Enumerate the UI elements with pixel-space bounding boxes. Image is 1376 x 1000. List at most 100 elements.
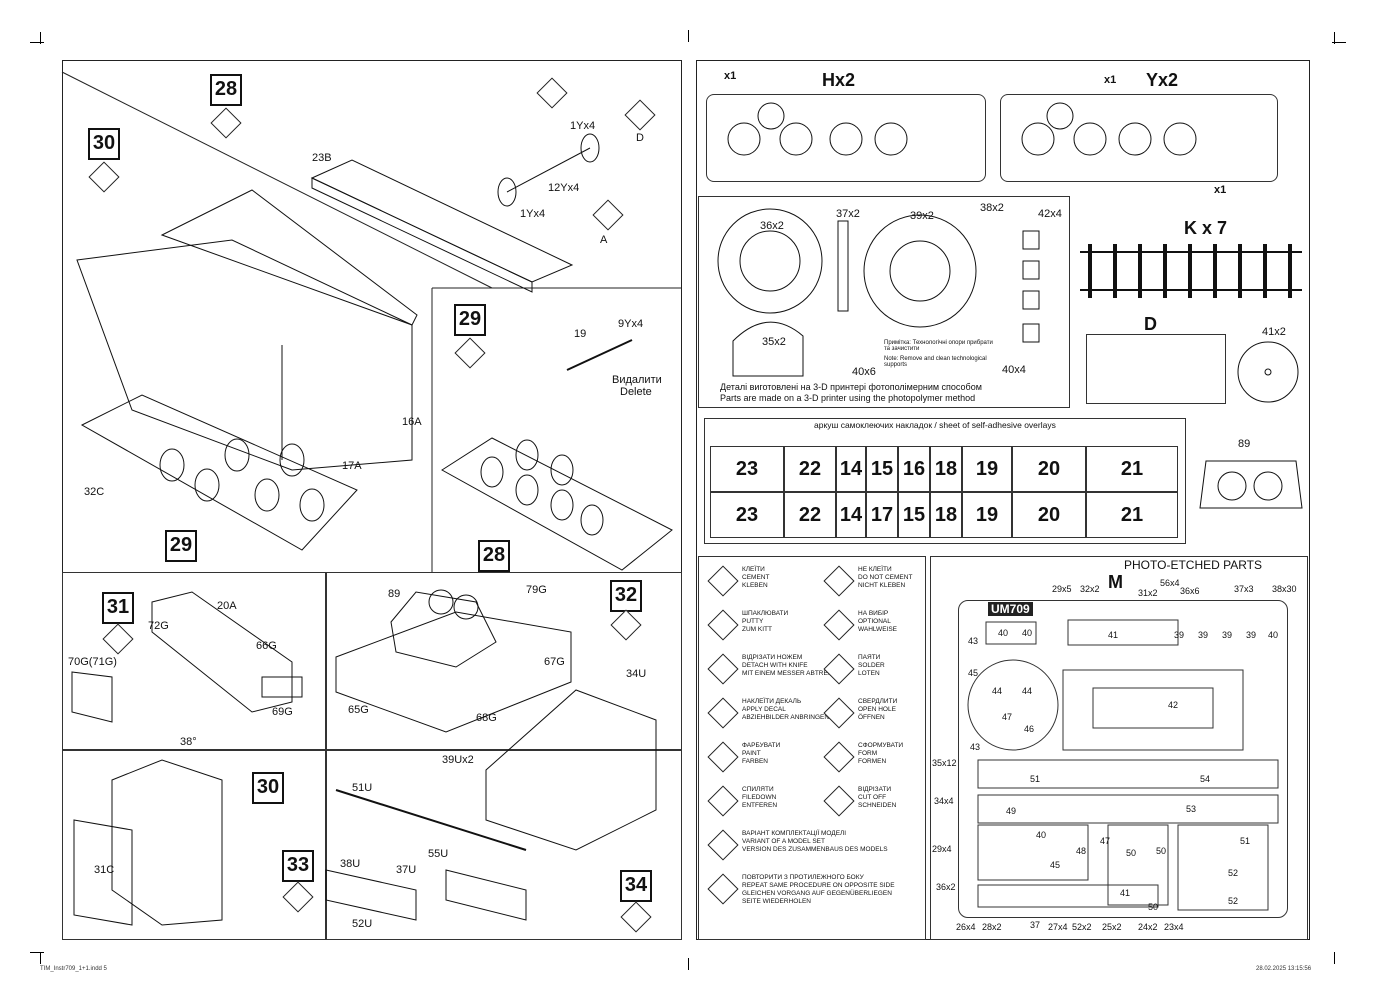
step-number: 32: [610, 580, 642, 612]
overlay-sticker: 20: [1012, 446, 1086, 492]
overlay-sticker: 22: [784, 492, 836, 538]
part-label: 89: [388, 588, 401, 600]
angle-label: 38°: [180, 736, 197, 748]
pe-part-label: 54: [1200, 774, 1211, 784]
legend-text: НАКЛЕЇТИ ДЕКАЛЬ APPLY DECAL ABZIEHBILDER…: [742, 698, 830, 721]
overlay-sticker: 14: [836, 492, 866, 538]
part-label: 37U: [396, 864, 417, 876]
crop-mark: [30, 952, 44, 953]
legend-text: НА ВИБІР OPTIONAL WAHLWEISE: [858, 610, 898, 633]
pe-title: PHOTO-ETCHED PARTS: [1124, 558, 1263, 572]
part-label: 40x4: [1002, 364, 1026, 376]
pe-part-label: 40: [1022, 628, 1033, 638]
pe-part-label: 52x2: [1072, 922, 1092, 932]
overlay-sticker: 19: [962, 446, 1012, 492]
step-number: 30: [252, 772, 284, 804]
legend-text: ВАРІАНТ КОМПЛЕКТАЦІЇ МОДЕЛІ VARIANT OF A…: [742, 830, 888, 853]
crop-mark: [688, 958, 689, 970]
overlay-sticker: 14: [836, 446, 866, 492]
overlay-sticker: 19: [962, 492, 1012, 538]
pe-part-label: 38x30: [1272, 584, 1297, 594]
legend-text: ФАРБУВАТИ PAINT FARBEN: [742, 742, 781, 765]
pe-part-label: 32x2: [1080, 584, 1100, 594]
pe-part-label: 29x4: [932, 844, 952, 854]
part-label: 42x4: [1038, 208, 1062, 220]
overlay-sticker: 22: [784, 446, 836, 492]
sprue-count: x1: [1214, 184, 1227, 196]
overlay-sticker: 20: [1012, 492, 1086, 538]
pe-fret: [958, 600, 1288, 918]
pe-part-label: 41: [1108, 630, 1119, 640]
pe-brand: UM709: [988, 602, 1033, 616]
pe-part-label: 50: [1156, 846, 1167, 856]
overlay-sticker: 23: [710, 446, 784, 492]
step-33-drawing: [73, 759, 223, 926]
pe-part-label: 40: [1268, 630, 1279, 640]
part-label: A: [600, 234, 608, 246]
pe-part-label: 49: [1006, 806, 1017, 816]
part-label: 19: [574, 328, 587, 340]
step-number: 29: [165, 530, 197, 562]
step-number: 31: [102, 592, 134, 624]
part-label: 38U: [340, 858, 361, 870]
pe-part-label: 53: [1186, 804, 1197, 814]
step-number: 34: [620, 870, 652, 902]
step-number: 28: [478, 540, 510, 572]
pe-part-label: 26x4: [956, 922, 976, 932]
pe-sheet-label: M: [1108, 572, 1123, 592]
remove-note: Delete: [620, 386, 652, 398]
overlay-sticker: 15: [898, 492, 930, 538]
part-label: 9Yx4: [618, 318, 644, 330]
legend-text: СПИЛЯТИ FILEDOWN ENTFEREN: [742, 786, 778, 809]
part-41-drawing: [1237, 341, 1299, 403]
step-32-panel: [326, 572, 682, 750]
legend-panel: [698, 556, 926, 940]
overlay-sheet: [704, 418, 1186, 544]
pe-part-label: 39: [1174, 630, 1185, 640]
legend-text: НЕ КЛЕЇТИ DO NOT CEMENT NICHT KLEBEN: [858, 566, 913, 589]
pe-part-label: 51: [1240, 836, 1251, 846]
part-89-drawing: [1199, 460, 1303, 509]
part-label: 68G: [476, 712, 497, 724]
legend-text: СВЕРДЛИТИ OPEN HOLE ÖFFNEN: [858, 698, 898, 721]
part-label: 34U: [626, 668, 647, 680]
sprue-title: Hx2: [822, 70, 856, 90]
step-number: 28: [210, 74, 242, 106]
overlay-sticker: 23: [710, 492, 784, 538]
printed-caption: Parts are made on a 3-D printer using th…: [720, 393, 976, 403]
part-label: 89: [1238, 438, 1251, 450]
legend-text: ВІДРІЗАТИ CUT OFF SCHNEIDEN: [858, 786, 897, 809]
step-number: 33: [282, 850, 314, 882]
pe-part-label: 24x2: [1138, 922, 1158, 932]
sprue-h-drawing: [727, 102, 908, 156]
step-34-panel: [326, 750, 682, 940]
part-label: 37x2: [836, 208, 860, 220]
printed-note: Note: Remove and clean technological sup…: [884, 356, 987, 368]
part-label: 52U: [352, 918, 373, 930]
track-k-drawing: [1080, 244, 1302, 298]
part-label: 79G: [526, 584, 547, 596]
part-label: 38x2: [980, 202, 1004, 214]
pe-part-label: 48: [1076, 846, 1087, 856]
pe-part-label: 28x2: [982, 922, 1002, 932]
part-label: 70G(71G): [68, 656, 117, 668]
pe-panel: [930, 556, 1308, 940]
pe-part-label: 40: [1036, 830, 1047, 840]
part-label: 32C: [84, 486, 105, 498]
overlay-title: аркуш самоклеючих накладок / sheet of se…: [814, 420, 1056, 430]
crop-mark: [30, 42, 44, 43]
pe-part-label: 31x2: [1138, 588, 1158, 598]
part-label: 12Yx4: [548, 182, 580, 194]
part-label: 40x6: [852, 366, 876, 378]
part-label: 1Yx4: [520, 208, 546, 220]
pe-part-label: 39: [1246, 630, 1257, 640]
step-34-drawing: [325, 689, 657, 921]
part-label: 66G: [256, 640, 277, 652]
part-label: 65G: [348, 704, 369, 716]
crop-mark: [688, 30, 689, 42]
crop-mark: [40, 952, 41, 964]
part-label: D: [636, 132, 644, 144]
part-label: 41x2: [1262, 326, 1286, 338]
step-number: 30: [88, 128, 120, 160]
sprue-count: x1: [1104, 74, 1117, 86]
